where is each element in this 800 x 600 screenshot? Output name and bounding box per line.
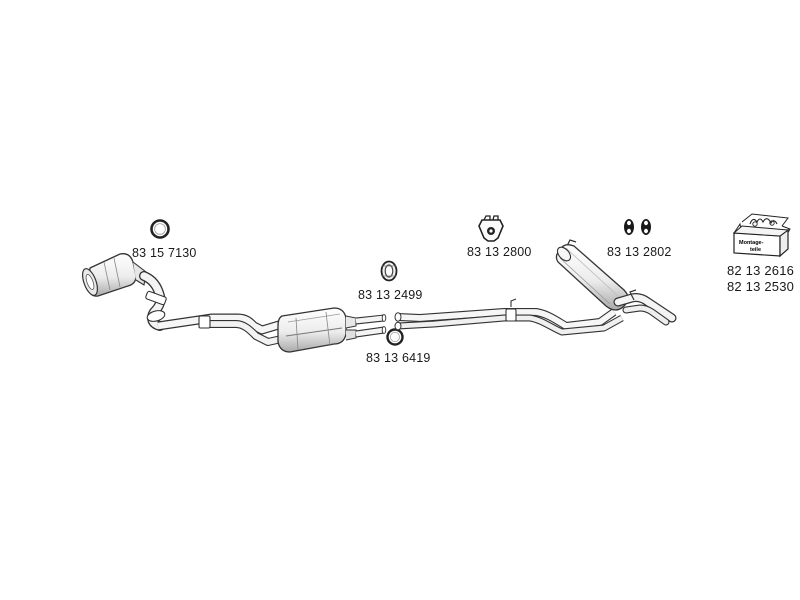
ring-icon	[150, 219, 170, 239]
kit-number-label: 82 13 2616	[727, 263, 795, 278]
part-number-label: 83 13 6419	[366, 351, 431, 365]
part-number-label: 83 13 2802	[607, 245, 672, 259]
tailpipes	[613, 289, 677, 326]
rubber-ring-pair-icon	[624, 219, 651, 235]
part-number-label: 83 13 2800	[467, 245, 532, 259]
front-down-pipe	[139, 271, 167, 331]
kit-box-label-line1: Montage-	[739, 240, 764, 246]
rubber-mount-icon	[478, 215, 504, 242]
ring-icon	[386, 328, 404, 346]
kit-number-label: 82 13 2530	[727, 279, 795, 294]
kit-box-label-line2: teile	[750, 247, 761, 253]
centre-twin-pipes	[355, 314, 387, 338]
clamp-ring-icon	[380, 260, 398, 282]
front-pipe	[157, 313, 287, 346]
part-number-label: 83 15 7130	[132, 246, 197, 260]
rear-silencer	[555, 239, 629, 311]
intermediate-pipes	[394, 298, 624, 336]
front-catalytic-converter	[82, 253, 147, 297]
part-number-label: 83 13 2499	[358, 288, 423, 302]
fitting-kit-box-icon: Montage- teile	[732, 213, 791, 258]
centre-catalytic-converter	[277, 307, 357, 353]
